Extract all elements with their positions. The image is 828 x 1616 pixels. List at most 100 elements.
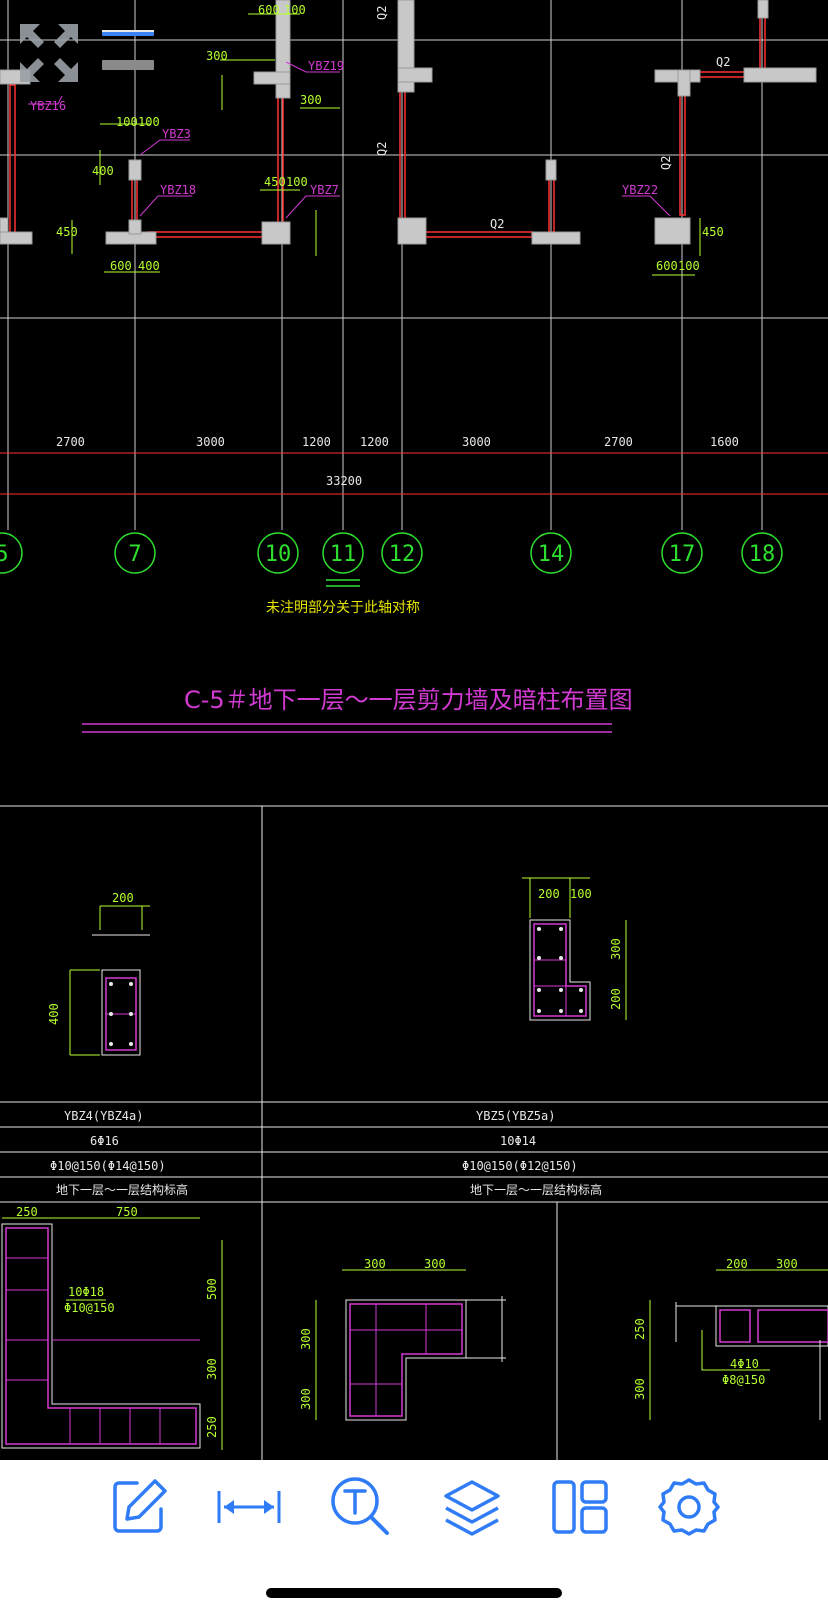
axis-number: 12 [389,542,416,567]
rebar-note: 4Φ10 [730,1357,759,1371]
symmetry-note: 未注明部分关于此轴对称 [266,600,420,616]
dim-text: 200 [538,887,560,901]
wall-label: Q2 [659,156,673,170]
dim-text: 300 [609,938,623,960]
stirrup: Φ10@150(Φ12@150) [462,1159,578,1173]
home-indicator [266,1588,562,1598]
pencil-edit-icon [113,1479,167,1533]
axis-spacing: 2700 [56,435,85,449]
layers-button[interactable] [437,1472,507,1542]
range: 地下一层～一层结构标高 [470,1182,602,1197]
dim-text: 300 [299,1328,313,1350]
dim-text: 450 [264,175,286,189]
dim-text: 300 [364,1257,386,1271]
rebar-note: Φ8@150 [722,1373,765,1387]
wall-label: Q2 [375,6,389,20]
wall-label: Q2 [716,55,730,69]
wall-label: Q2 [490,217,504,231]
dim-text: 600 [258,3,280,17]
dim-text: 400 [138,259,160,273]
dim-text: 600 [656,259,678,273]
menu-button[interactable] [100,26,156,74]
measure-button[interactable] [214,1472,284,1542]
axis-number: 5 [0,542,9,567]
dim-text: 200 [112,891,134,905]
dim-text: 250 [16,1205,38,1219]
columns [0,0,817,245]
dim-text: 300 [633,1378,647,1400]
column-name: YBZ4(YBZ4a) [64,1109,143,1123]
lower-detail-3: 200 300 250 300 4Φ10 Φ8@150 [633,1257,828,1420]
dim-text: 450 [56,225,78,239]
dim-text: 300 [299,1388,313,1410]
axis-spacing: 2700 [604,435,633,449]
measure-distance-icon [217,1491,281,1523]
dim-text: 250 [205,1416,219,1438]
layout-button[interactable] [545,1472,615,1542]
column-labels: YBZ16 YBZ3 YBZ18 YBZ19 YBZ7 YBZ22 [28,59,671,219]
column-label: YBZ22 [622,183,658,197]
cad-drawing: 600 100 100 100 450 100 600 400 600 100 … [0,0,828,1460]
dim-text: 600 [110,259,132,273]
axis-number: 7 [128,542,141,567]
dim-text: 100 [678,259,700,273]
settings-button[interactable] [654,1472,724,1542]
column-label: YBZ3 [162,127,191,141]
plan-dimension-texts: 600 100 100 100 450 100 600 400 600 100 … [56,3,724,273]
dim-text: 300 [206,49,228,63]
rebar-note: 10Φ18 [68,1285,104,1299]
dim-text: 200 [609,988,623,1010]
dim-text: 450 [702,225,724,239]
axis-spacing-dims: 2700 3000 1200 1200 3000 2700 1600 33200 [56,435,739,488]
axis-number: 14 [538,542,565,567]
dim-text: 400 [92,164,114,178]
wall-labels: Q2 Q2 Q2 Q2 Q2 [375,6,730,231]
column-label: YBZ16 [30,99,66,113]
detail-ybz5: 200 100 300 200 YBZ5(YBZ5a) 10Φ14 Φ10@15… [462,877,627,1197]
detail-table-frame [0,805,828,1460]
layers-icon [444,1480,500,1536]
axis-spacing: 1200 [360,435,389,449]
longitudinal-rebar: 10Φ14 [500,1134,536,1148]
longitudinal-rebar: 6Φ16 [90,1134,119,1148]
dim-text: 400 [47,1003,61,1025]
hamburger-menu-icon [102,30,154,70]
wall-label: Q2 [375,142,389,156]
dim-text: 100 [286,175,308,189]
detail-ybz4: 200 400 YBZ4(YBZ4a) 6Φ16 Φ10@150(Φ14@150… [47,891,188,1197]
axis-number: 18 [749,542,776,567]
plan-dimension-lines [71,13,701,276]
dim-text: 300 [300,93,322,107]
column-label: YBZ19 [308,59,344,73]
text-search-button[interactable] [326,1472,396,1542]
cad-drawing-canvas[interactable]: 600 100 100 100 450 100 600 400 600 100 … [0,0,828,1460]
axis-number: 17 [669,542,696,567]
expand-arrows-icon [20,24,78,82]
rebar-note: Φ10@150 [64,1301,115,1315]
axis-bubbles [0,532,783,587]
dim-text: 500 [205,1278,219,1300]
axis-spacing: 1200 [302,435,331,449]
axis-spacing: 1600 [710,435,739,449]
dim-text: 250 [633,1318,647,1340]
axis-spacing: 3000 [462,435,491,449]
dim-text: 100 [570,887,592,901]
edit-button[interactable] [104,1472,174,1542]
dim-text: 750 [116,1205,138,1219]
drawing-title: C-5＃地下一层～一层剪力墙及暗柱布置图 [184,686,633,714]
stirrup: Φ10@150(Φ14@150) [50,1159,166,1173]
lower-detail-2: 300 300 300 300 [299,1257,506,1421]
shear-walls [9,0,766,238]
column-name: YBZ5(YBZ5a) [476,1109,555,1123]
dim-text: 100 [138,115,160,129]
axis-numbers: 5 7 10 11 12 14 17 18 [0,542,775,567]
dim-text: 100 [116,115,138,129]
dim-text: 200 [726,1257,748,1271]
gear-icon [658,1478,720,1536]
axis-number: 11 [330,542,357,567]
dim-text: 100 [284,3,306,17]
text-search-icon [331,1477,389,1535]
fullscreen-button[interactable] [18,22,80,84]
total-dimension: 33200 [326,474,362,488]
layout-panels-icon [552,1480,608,1534]
